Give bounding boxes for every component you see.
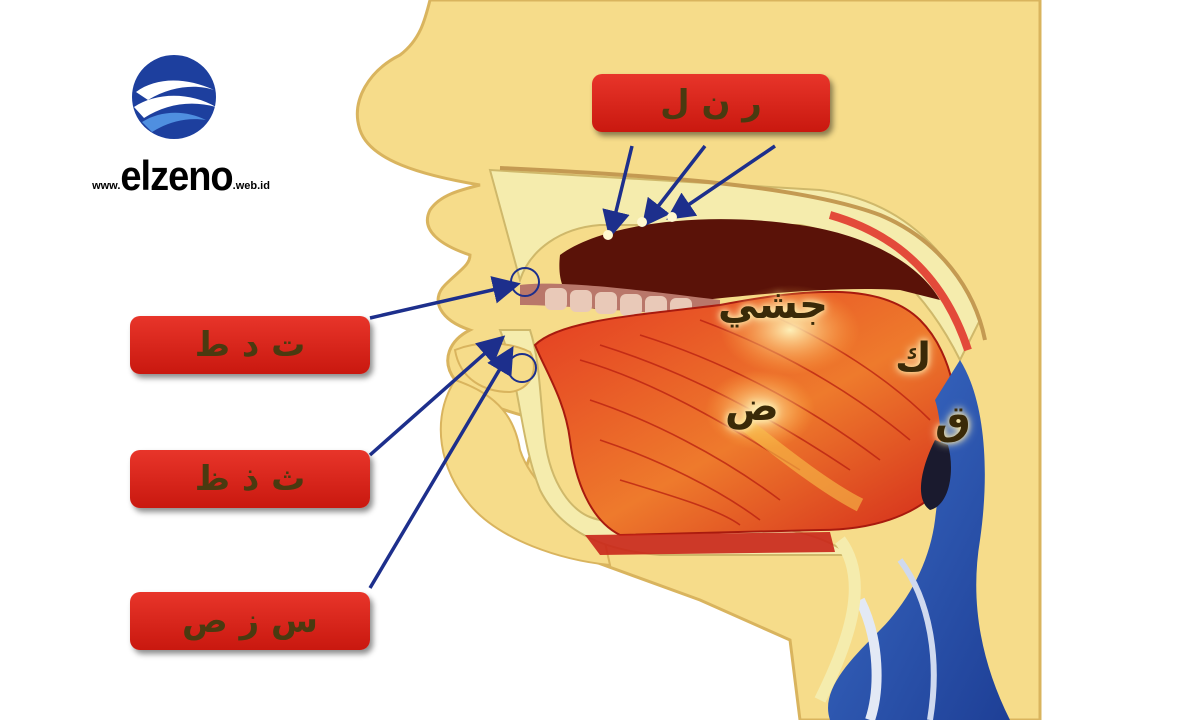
letter-back-lower: ق — [935, 398, 971, 444]
nasal-outline — [499, 166, 987, 341]
arrow-ta-da — [369, 276, 521, 320]
label-teeth-ridge: ت د ط — [130, 316, 370, 374]
arrow-lam — [666, 144, 776, 220]
wave-globe-icon — [132, 55, 216, 139]
throat — [828, 360, 1010, 720]
glow-middle — [720, 285, 860, 375]
mouth-cavity — [559, 219, 940, 311]
letter-side-tongue: ض — [725, 384, 779, 430]
arrow-nun — [641, 144, 707, 228]
logo-prefix: www. — [92, 180, 121, 192]
sparkle — [667, 212, 677, 222]
sparkle — [603, 230, 613, 240]
label-teeth-whistle: س ز ص — [130, 592, 370, 650]
trachea — [855, 597, 882, 720]
arrow-tha — [368, 335, 506, 457]
arrows — [368, 144, 776, 589]
logo-suffix: .web.id — [232, 180, 270, 192]
arrow-ra — [602, 145, 634, 239]
arrow-sin — [368, 345, 514, 589]
logo-wordmark: www.elzeno.web.id — [86, 153, 276, 201]
label-top: ر ن ل — [592, 74, 830, 132]
upper-teeth — [520, 283, 720, 320]
elzeno-logo: www.elzeno.web.id — [86, 52, 276, 200]
tongue-base — [585, 532, 835, 555]
letter-middle-tongue: جشي — [718, 282, 828, 328]
epiglottis-gap — [920, 440, 951, 510]
soft-palate — [828, 211, 972, 352]
label-teeth-edge: ث ذ ظ — [130, 450, 370, 508]
sparkle — [637, 217, 647, 227]
logo-brand: elzeno — [120, 153, 233, 201]
letter-back-upper: ك — [895, 335, 932, 381]
glow-side — [705, 370, 815, 450]
